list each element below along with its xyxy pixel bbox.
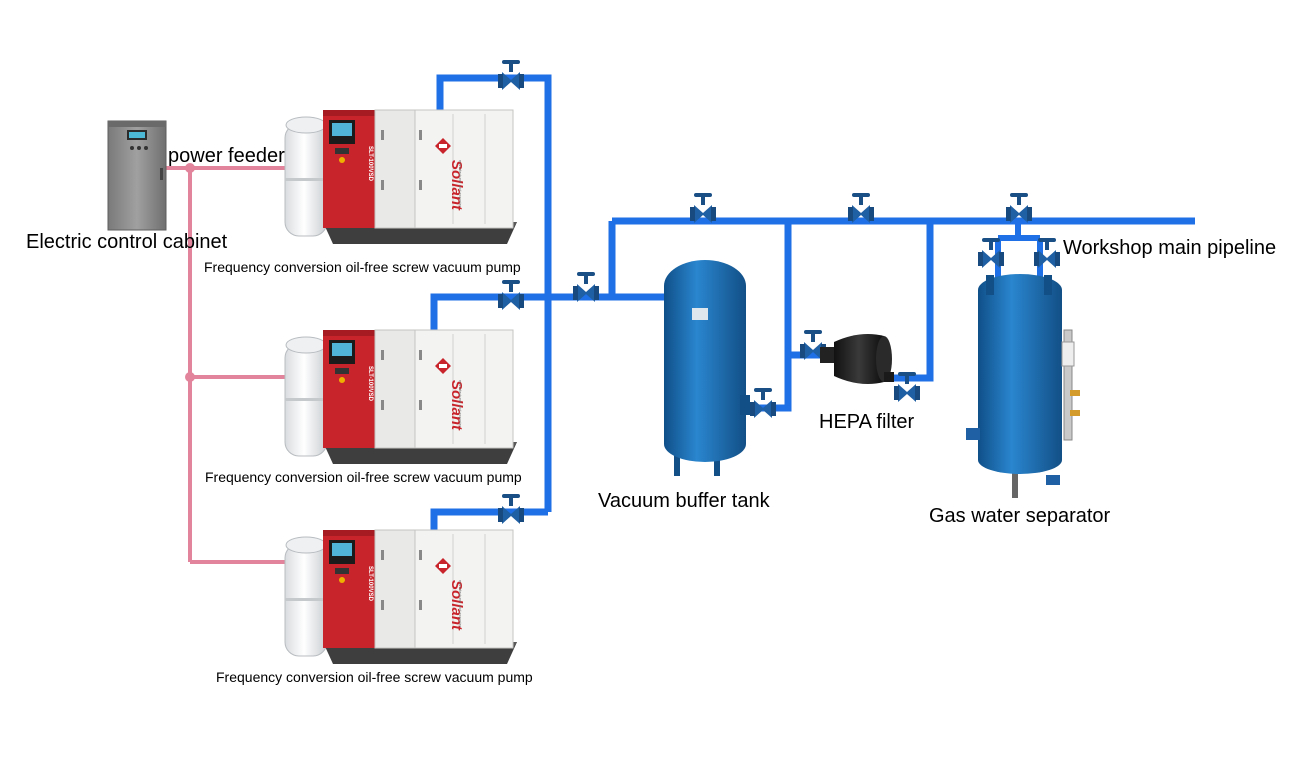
valve-icon [750, 388, 776, 418]
vacuum-pump-3 [284, 529, 518, 665]
pump-2-label: Frequency conversion oil-free screw vacu… [205, 469, 522, 485]
vacuum-pump-1 [284, 109, 518, 245]
electric-control-cabinet [107, 120, 167, 231]
cabinet-label: Electric control cabinet [26, 231, 228, 253]
main-pipeline-label: Workshop main pipeline [1063, 237, 1277, 259]
buffer-tank-label: Vacuum buffer tank [598, 490, 770, 512]
vacuum-pipes [430, 74, 1195, 532]
hepa-filter-label: HEPA filter [819, 411, 915, 433]
pump-1-label: Frequency conversion oil-free screw vacu… [204, 259, 521, 275]
hepa-filter [820, 334, 894, 384]
vacuum-pump-2 [284, 329, 518, 465]
vacuum-buffer-tank [664, 260, 750, 476]
gas-water-separator [966, 274, 1080, 498]
separator-label: Gas water separator [929, 505, 1111, 527]
power-junctions [185, 163, 195, 382]
pump-3-label: Frequency conversion oil-free screw vacu… [216, 669, 533, 685]
power-cables [166, 166, 290, 564]
power-feeder-label: power feeder [168, 145, 285, 167]
valves [498, 60, 1060, 524]
